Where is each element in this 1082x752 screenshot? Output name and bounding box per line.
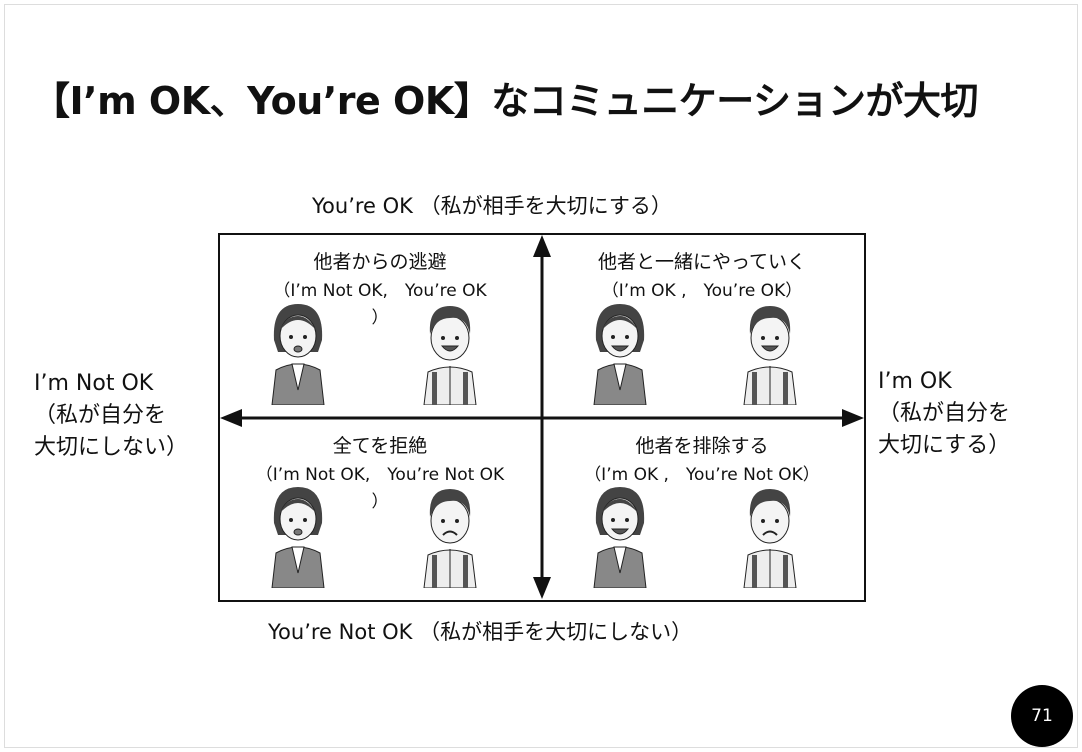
axis-label-top: You’re OK （私が相手を大切にする） [312, 194, 672, 218]
axis-label-bottom: You’re Not OK （私が相手を大切にしない） [268, 620, 693, 644]
axis-left-line: I’m Not OK [34, 371, 154, 396]
woman-illustration [590, 483, 650, 592]
axis-left-line: （私が自分を [34, 403, 167, 428]
arrow-right-icon [842, 409, 864, 427]
arrow-up-icon [533, 235, 551, 257]
man-illustration [740, 300, 800, 409]
quadrant-subtitle: （I’m Not OK, You’re OK [273, 281, 487, 301]
quadrant-subtitle: （I’m OK , You’re OK） [601, 281, 803, 301]
page-number: 71 [1011, 685, 1073, 747]
quadrant-top-left: 他者からの逃避 （I’m Not OK, You’re OK ） [220, 247, 540, 328]
quadrant-subtitle-cont: ） [371, 308, 389, 328]
axis-right-line: 大切にする） [878, 433, 1011, 458]
quadrant-heading: 他者を排除する [635, 435, 769, 457]
quadrant-bottom-right: 他者を排除する （I’m OK , You’re Not OK） [542, 431, 862, 485]
axis-arrows [220, 235, 864, 599]
slide-title: 【I’m OK、You’re OK】なコミュニケーションが大切 [32, 79, 979, 123]
axis-label-right: I’m OK （私が自分を 大切にする） [878, 366, 1010, 462]
woman-illustration [268, 483, 328, 592]
quadrant-heading: 他者からの逃避 [313, 251, 447, 273]
quadrant-subtitle: （I’m OK , You’re Not OK） [584, 465, 820, 485]
quadrant-top-right: 他者と一緒にやっていく （I’m OK , You’re OK） [542, 247, 862, 301]
man-illustration [420, 483, 480, 592]
quadrant-heading: 他者と一緒にやっていく [597, 251, 807, 273]
woman-illustration [590, 300, 650, 409]
woman-illustration [268, 300, 328, 409]
quadrant-subtitle: （I’m Not OK, You’re Not OK [255, 465, 505, 485]
axis-label-left: I’m Not OK （私が自分を 大切にしない） [34, 368, 188, 464]
quadrant-box: 他者からの逃避 （I’m Not OK, You’re OK ） 他者と一緒にや… [218, 233, 866, 602]
slide-frame [4, 4, 1078, 748]
axis-right-line: I’m OK [878, 369, 952, 394]
arrow-left-icon [220, 409, 242, 427]
arrow-down-icon [533, 577, 551, 599]
quadrant-bottom-left: 全てを拒絶 （I’m Not OK, You’re Not OK ） [220, 431, 540, 512]
axis-right-line: （私が自分を [878, 401, 1011, 426]
man-illustration [420, 300, 480, 409]
quadrant-heading: 全てを拒絶 [332, 435, 428, 457]
axis-left-line: 大切にしない） [34, 435, 189, 460]
quadrant-subtitle-cont: ） [371, 492, 389, 512]
man-illustration [740, 483, 800, 592]
